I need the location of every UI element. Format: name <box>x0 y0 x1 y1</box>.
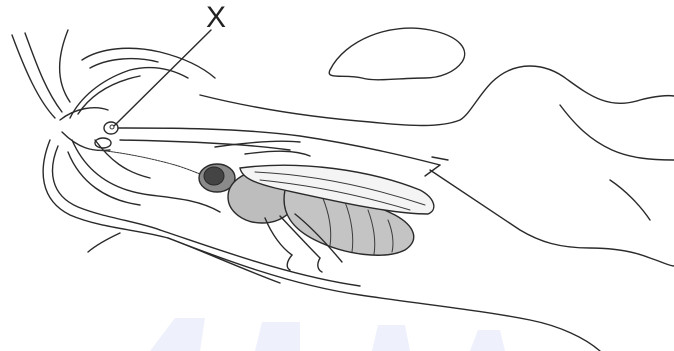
label-x: X <box>206 1 226 34</box>
insect <box>96 150 434 272</box>
flower-head <box>60 48 220 212</box>
watermark <box>150 318 505 351</box>
insect-antenna <box>96 150 205 176</box>
label-x-pointer <box>114 30 211 126</box>
watermark-shape-2 <box>255 322 300 351</box>
watermark-shape-3 <box>372 325 410 351</box>
insect-eye <box>204 167 224 185</box>
watermark-shape-1 <box>150 318 205 351</box>
watermark-shape-4 <box>470 330 505 351</box>
